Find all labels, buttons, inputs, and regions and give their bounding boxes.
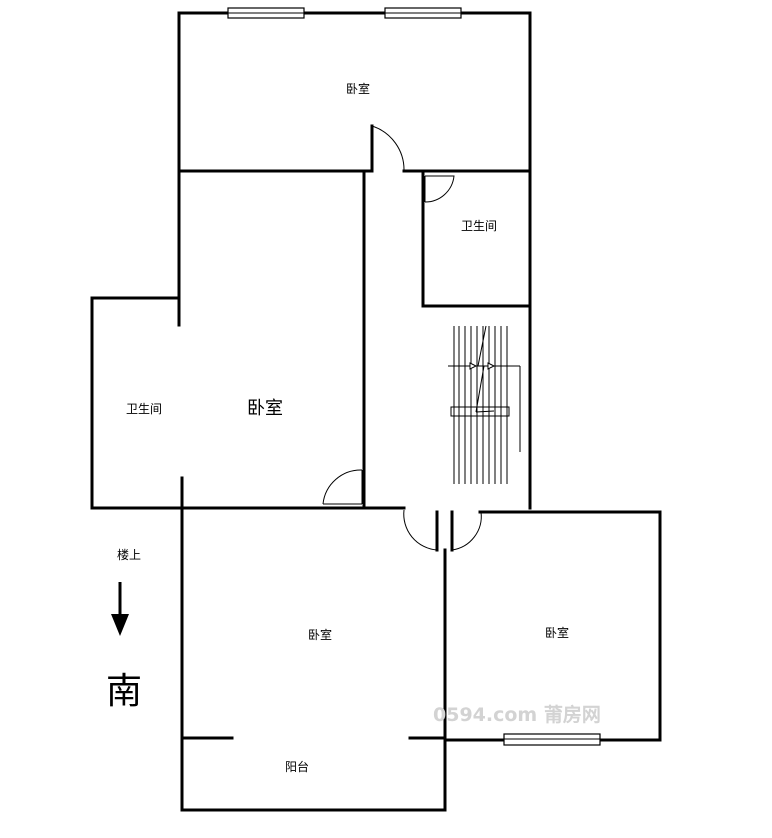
upstairs-label: 楼上 <box>117 547 141 562</box>
doors <box>322 125 482 551</box>
window-north-left <box>227 7 305 19</box>
label-bathroom-west: 卫生间 <box>126 402 162 416</box>
stair-arrow-right-icon <box>487 362 496 370</box>
windows <box>227 7 601 746</box>
label-bedroom-north: 卧室 <box>346 81 370 96</box>
staircase <box>448 325 521 484</box>
label-balcony: 阳台 <box>285 759 309 774</box>
south-direction-label: 南 <box>106 671 142 712</box>
arrow-down-icon <box>111 582 129 636</box>
walls <box>90 11 662 812</box>
legend: 楼上 南 <box>106 547 142 712</box>
window-southeast <box>503 733 601 746</box>
watermark-text: 0594.com 莆房网 <box>433 703 601 726</box>
label-bedroom-southeast: 卧室 <box>545 625 569 640</box>
door-bedroom-north <box>371 125 405 172</box>
stair-landing <box>450 406 510 417</box>
door-bedroom-center <box>322 469 363 505</box>
room-labels: 卧室 卫生间 卫生间 卧室 卧室 卧室 阳台 <box>126 81 569 774</box>
label-bedroom-center: 卧室 <box>247 398 283 419</box>
door-bedroom-southwest <box>403 509 438 551</box>
label-bedroom-southwest: 卧室 <box>308 627 332 642</box>
stair-arrow-left-icon <box>469 362 478 370</box>
label-bathroom-east: 卫生间 <box>461 219 497 233</box>
door-bedroom-southeast <box>451 511 482 551</box>
window-north-right <box>384 7 462 19</box>
door-bathroom-east <box>424 175 455 203</box>
